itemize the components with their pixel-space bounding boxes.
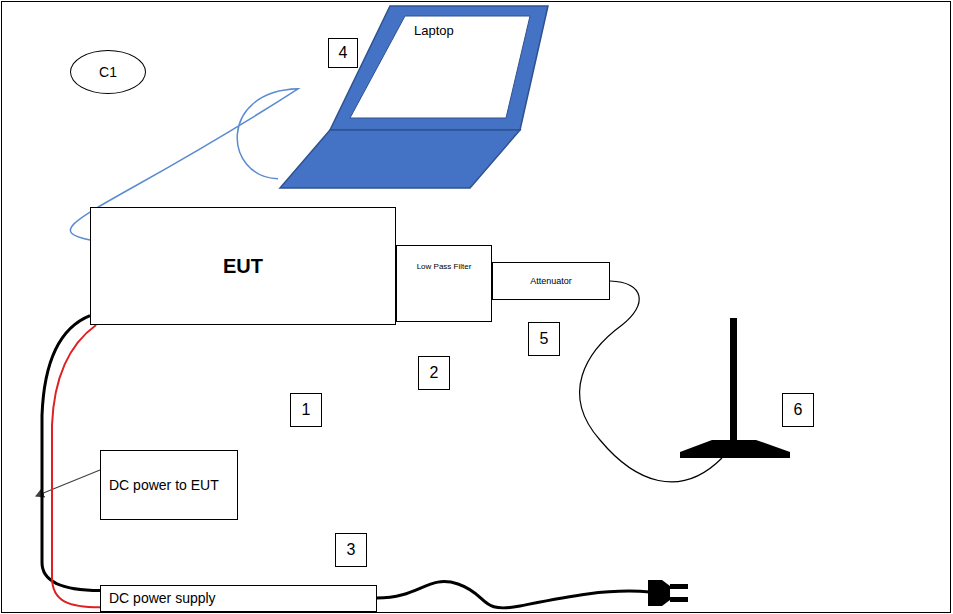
callout-number: 4 bbox=[328, 38, 358, 68]
power-cord bbox=[377, 582, 650, 608]
power-supply-box: DC power supply bbox=[100, 585, 377, 612]
node-text: Laptop bbox=[414, 24, 454, 39]
callout-number: 2 bbox=[418, 356, 450, 390]
cable bbox=[42, 316, 100, 591]
node-text: C1 bbox=[99, 64, 117, 80]
antenna-mast bbox=[730, 318, 737, 442]
eut-box: EUT bbox=[90, 207, 396, 325]
node-text: DC power supply bbox=[109, 590, 216, 606]
callout-number: 5 bbox=[528, 322, 560, 356]
plug-prong bbox=[670, 597, 688, 602]
laptop: Laptop bbox=[278, 4, 554, 190]
filter-box: Low Pass Filter bbox=[396, 245, 492, 322]
node-text: EUT bbox=[223, 255, 263, 278]
note-box: DC power to EUT bbox=[100, 450, 238, 520]
plug-prong bbox=[670, 584, 688, 589]
node-text: Attenuator bbox=[530, 276, 572, 286]
cable-tag: C1 bbox=[70, 50, 146, 94]
node-text: DC power to EUT bbox=[109, 477, 219, 493]
node-text: Low Pass Filter bbox=[417, 262, 472, 271]
antenna-base bbox=[680, 440, 790, 458]
cable bbox=[52, 325, 100, 607]
leader-arrow bbox=[36, 470, 100, 496]
callout-number: 1 bbox=[290, 393, 322, 427]
callout-number: 6 bbox=[782, 393, 814, 427]
callout-number: 3 bbox=[335, 533, 367, 567]
attenuator-box: Attenuator bbox=[492, 262, 610, 300]
plug-body bbox=[648, 580, 670, 606]
